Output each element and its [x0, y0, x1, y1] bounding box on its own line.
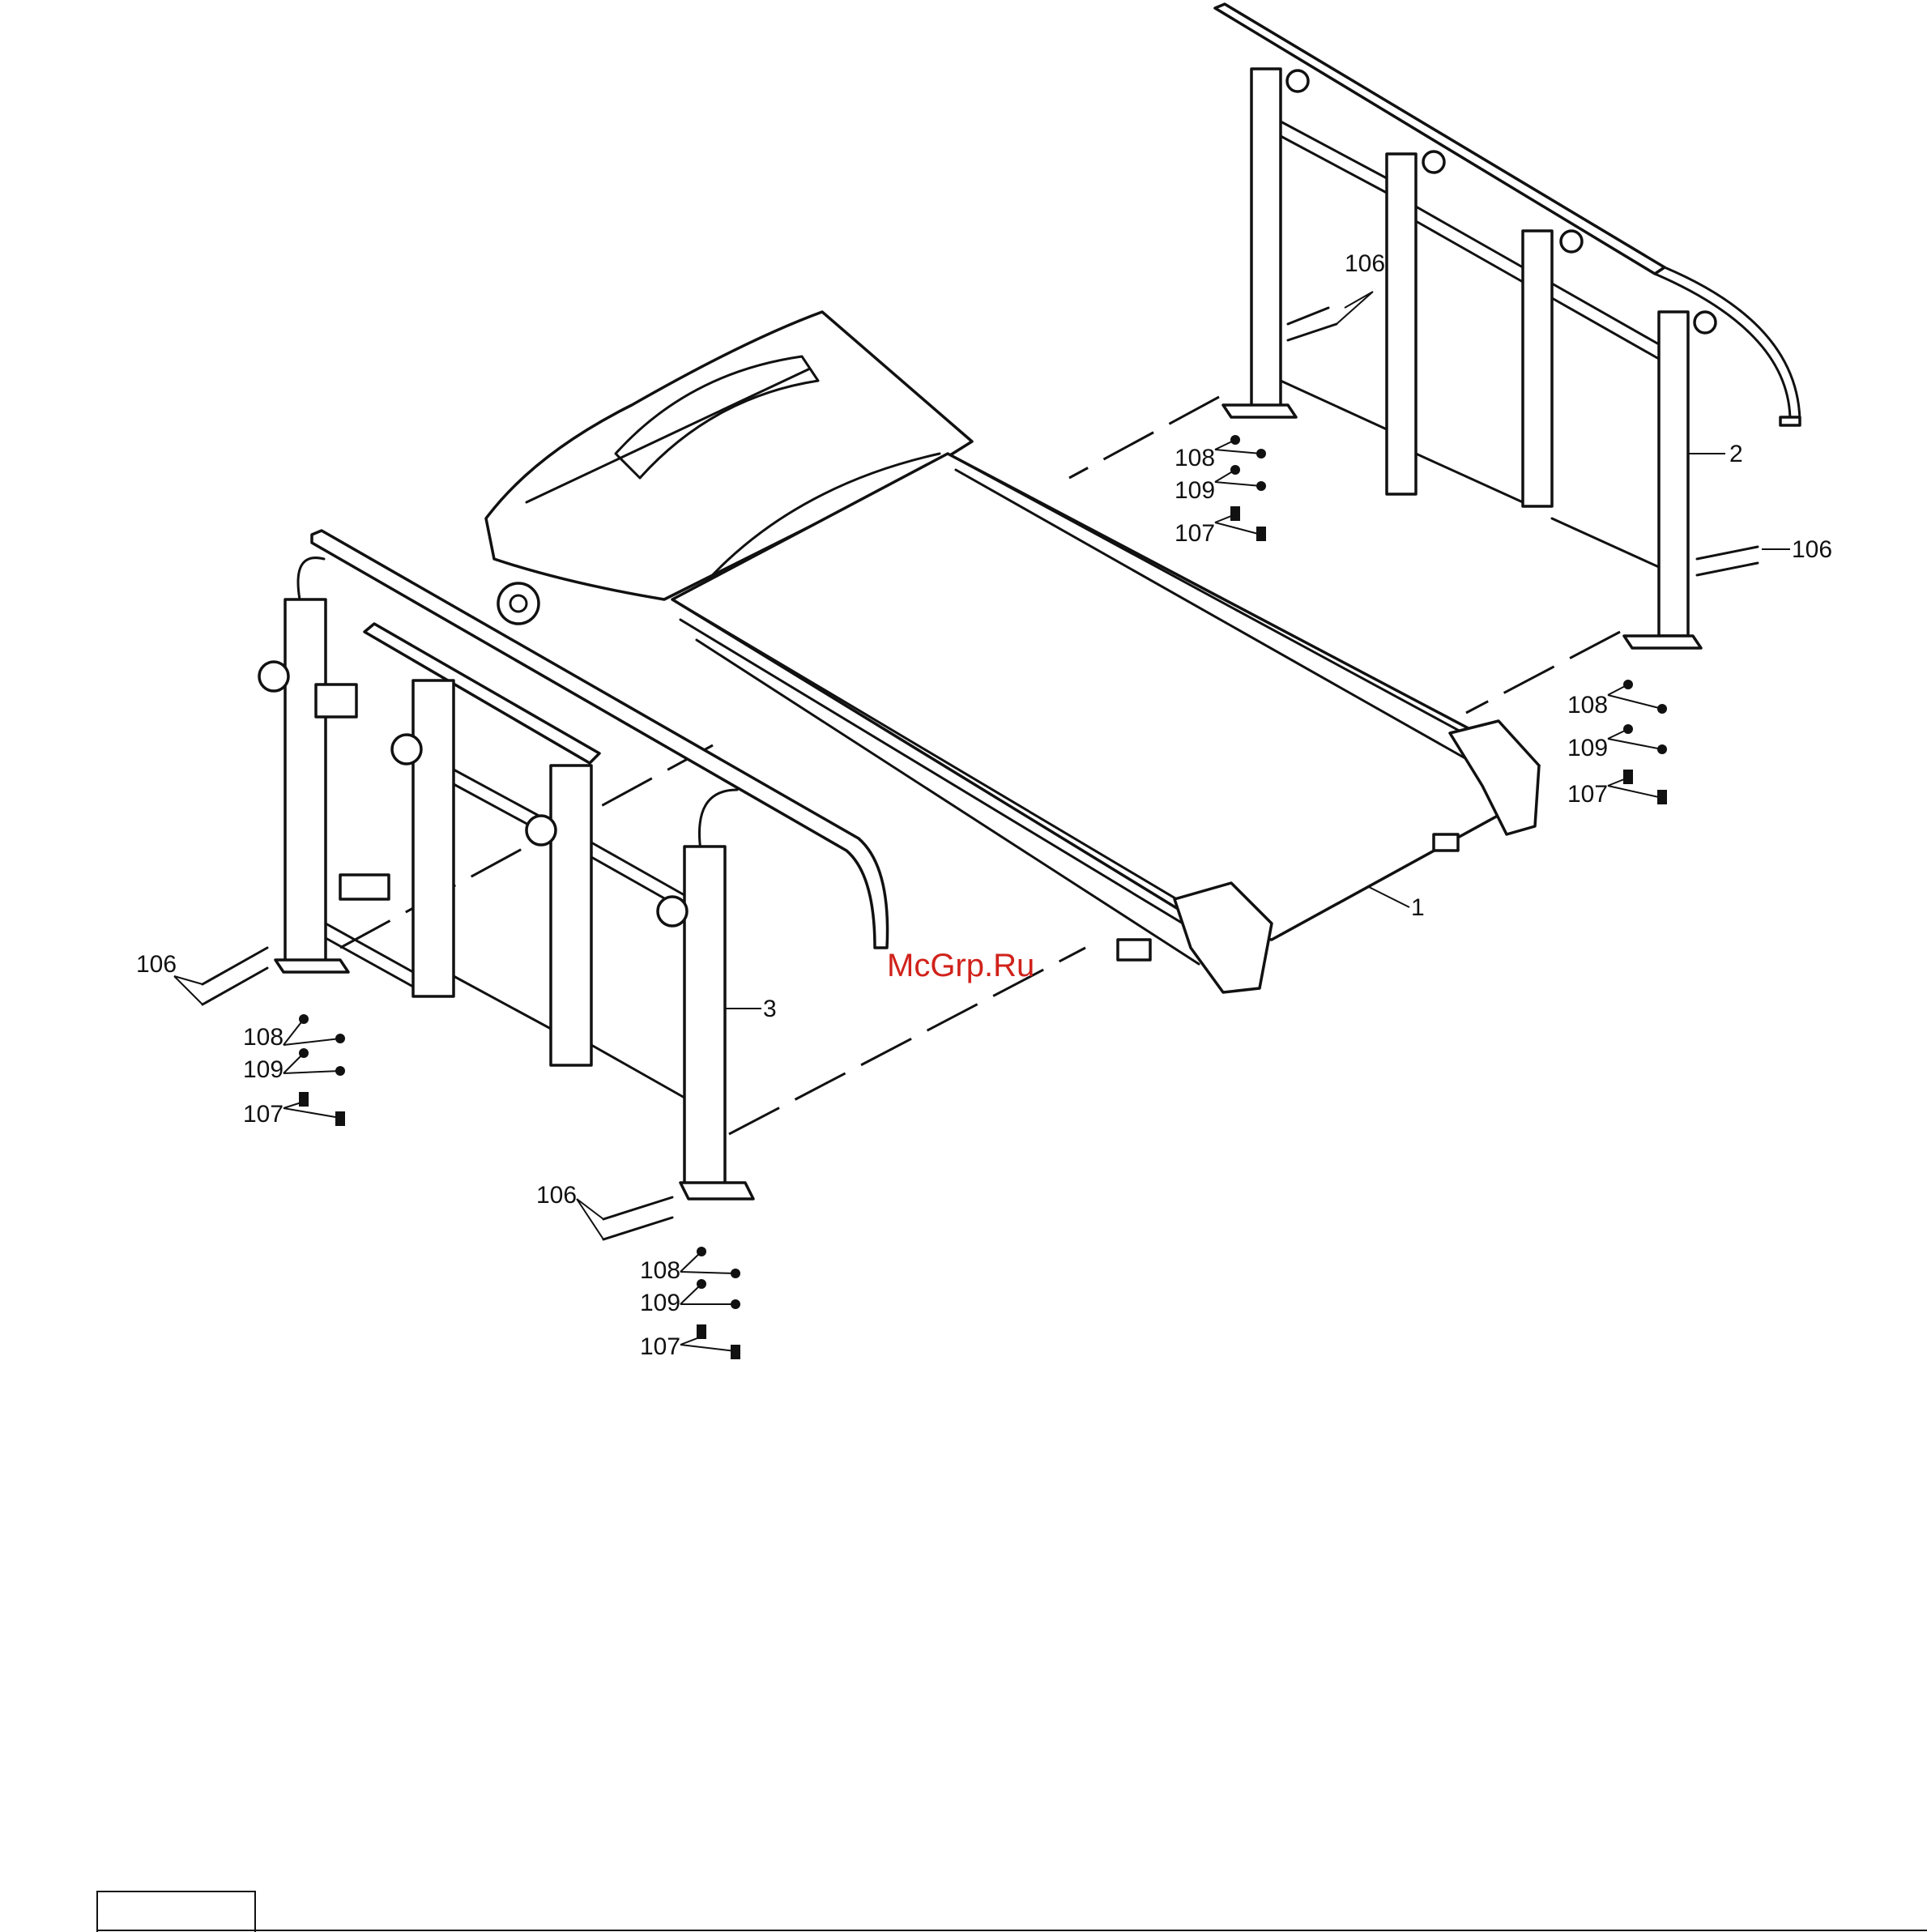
label-106-a: 106 — [1345, 250, 1385, 277]
label-109-a: 109 — [1175, 477, 1215, 504]
label-106-b: 106 — [1792, 536, 1832, 563]
label-107-a: 107 — [1175, 520, 1215, 547]
right-frame — [1215, 4, 1800, 648]
label-108-b: 108 — [1567, 692, 1608, 719]
label-109-b: 109 — [1567, 735, 1608, 761]
label-108-d: 108 — [640, 1257, 680, 1284]
label-107-d: 107 — [640, 1333, 680, 1360]
label-108-c: 108 — [243, 1024, 284, 1051]
label-106-d: 106 — [536, 1182, 577, 1209]
treadmill-deck — [486, 312, 1539, 992]
label-part-1: 1 — [1411, 894, 1425, 921]
label-107-c: 107 — [243, 1101, 284, 1128]
label-106-c: 106 — [136, 951, 177, 978]
hardware-group-right-front — [1608, 547, 1790, 804]
page-footer-tab — [97, 1891, 1927, 1932]
label-part-2: 2 — [1729, 441, 1743, 467]
label-109-c: 109 — [243, 1056, 284, 1083]
watermark: McGrp.Ru — [887, 948, 1034, 983]
label-108-a: 108 — [1175, 445, 1215, 471]
label-part-3: 3 — [763, 996, 777, 1022]
label-107-b: 107 — [1567, 781, 1608, 808]
label-109-d: 109 — [640, 1290, 680, 1316]
